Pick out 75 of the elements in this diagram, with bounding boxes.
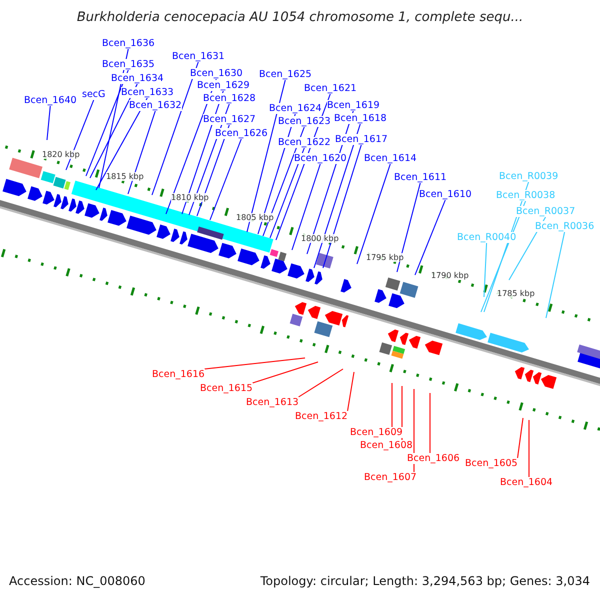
gene-label: Bcen_1616 [152,369,205,380]
axis-tick-label: 1795 kbp [366,253,404,262]
leader-line [46,106,51,140]
leader-line [517,418,524,458]
gene-label: Bcen_1632 [129,100,182,111]
axis-tick-label: 1815 kbp [106,172,144,181]
gene-label: Bcen_1635 [102,59,155,70]
leader-line [322,144,362,268]
leader-line [546,232,566,318]
leader-line [528,420,530,478]
gene-label: Bcen_1628 [203,93,256,104]
leader-line [298,368,344,398]
gene-label: Bcen_R0037 [516,206,576,217]
gene-label: Bcen_1621 [304,83,357,94]
gene-label: Bcen_1633 [121,87,174,98]
leader-line [96,98,148,190]
gene-label: Bcen_1629 [197,80,250,91]
gene-label: Bcen_1630 [190,68,243,79]
leader-line [314,124,361,268]
leader-line [484,242,488,298]
gene-label: Bcen_1609 [350,427,403,438]
gene-label: Bcen_1626 [215,128,268,139]
leader-line [210,138,242,220]
gene-label: Bcen_1634 [111,73,164,84]
gene-label: Bcen_1607 [364,472,417,483]
axis-tick-label: 1800 kbp [301,234,339,243]
axis-tick-label: 1785 kbp [497,289,535,298]
accession-text: Accession: NC_008060 [9,574,146,588]
leader-line [414,200,446,276]
leader-line [347,372,354,412]
gene-label: Bcen_1623 [278,116,331,127]
gene-label: Bcen_1604 [500,477,553,488]
gene-label: Bcen_1640 [24,95,77,106]
title: Burkholderia cenocepacia AU 1054 chromosome 1, complete sequ... [76,10,524,25]
gene-label: Bcen_1605 [465,458,518,469]
genome-summary-text: Topology: circular; Length: 3,294,563 bp; Genes: 3,034 [260,574,590,588]
leader-line [252,362,318,384]
gene-label: Bcen_1622 [278,137,331,148]
gene-label: Bcen_1608 [360,440,413,451]
gene-label: secG [82,89,106,100]
gene-label: Bcen_1612 [295,411,348,422]
gene-label: Bcen_1618 [334,113,387,124]
leader-line [270,148,305,238]
gene-label: Bcen_1613 [246,397,299,408]
gene-label: Bcen_1631 [172,51,225,62]
gene-label: Bcen_1636 [102,38,155,49]
gene-label: Bcen_1615 [200,383,253,394]
gene-label: Bcen_R0036 [535,221,594,232]
leader-line [90,84,138,178]
gene-label: Bcen_R0038 [496,190,556,201]
gene-label: Bcen_1611 [394,172,447,183]
gene-label: Bcen_1627 [203,114,256,125]
gene-label: Bcen_R0040 [457,232,516,243]
leader-line [204,358,306,370]
gene-label: Bcen_1620 [294,153,347,164]
axis-tick-label: 1820 kbp [42,150,80,159]
gene-label: Bcen_1624 [269,103,322,114]
gene-label: Bcen_1619 [327,100,380,111]
leader-line [66,100,94,170]
leader-line [128,110,156,194]
axis-tick-label: 1805 kbp [236,213,274,222]
gene-label: Bcen_1625 [259,69,312,80]
leader-line [246,80,286,232]
axis-tick-label: 1790 kbp [431,271,469,280]
gene-label: Bcen_1617 [335,134,388,145]
gene-label: Bcen_R0039 [499,171,558,182]
leader-line [356,164,391,264]
gene-label: Bcen_1610 [419,189,472,200]
leader-line [152,62,199,196]
leader-line [86,70,129,176]
gene-label: Bcen_1606 [407,453,460,464]
axis-tick-label: 1810 kbp [171,193,209,202]
leader-line [396,182,421,272]
gene-label: Bcen_1614 [364,153,417,164]
leader-line [292,164,321,250]
